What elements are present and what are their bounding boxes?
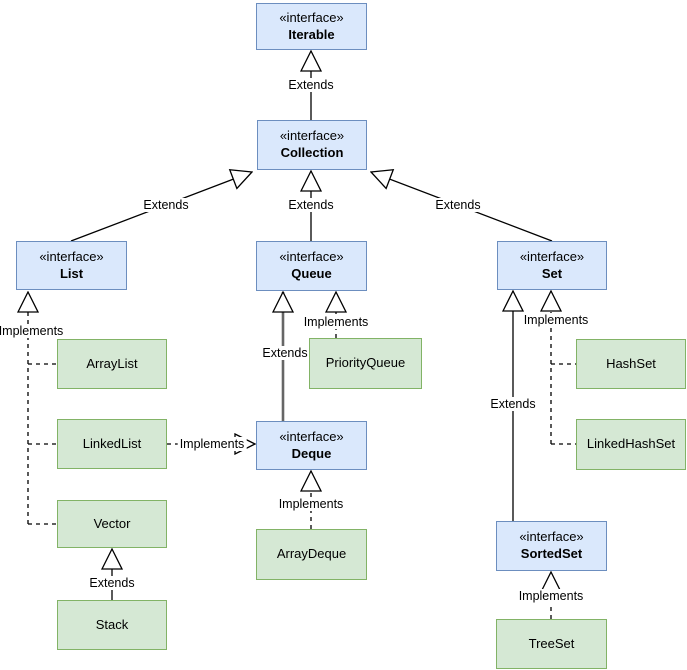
node-list: «interface»List [16,241,127,290]
node-name: ArrayList [86,355,138,371]
edge-label-treeset-implements-sortedset: Implements [516,589,586,603]
stereotype-label: «interface» [279,249,344,265]
node-treeset: TreeSet [496,619,607,669]
edge-label-collection-extends-iterable: Extends [286,78,336,92]
edge-label-set-implementations: Implements [521,313,591,327]
node-name: Deque [291,445,332,461]
edge-label-priorityqueue-implements-queue: Implements [301,315,371,329]
node-arraydeque: ArrayDeque [256,529,367,580]
node-name: TreeSet [528,635,575,651]
node-set: «interface»Set [497,241,607,290]
edge-label-linkedlist-implements-deque: Implements [177,437,247,451]
node-name: SortedSet [520,546,583,561]
node-name: List [59,265,84,281]
node-name: PriorityQueue [325,355,406,371]
stereotype-label: «interface» [279,428,344,444]
edge-label-stack-extends-vector: Extends [87,576,137,590]
node-name: Iterable [288,26,335,42]
node-arraylist: ArrayList [57,339,167,389]
node-name: Vector [93,515,131,531]
node-collection: «interface»Collection [257,120,367,170]
node-name: LinkedList [82,435,142,451]
node-hashset: HashSet [576,339,686,389]
node-name: Stack [95,616,129,632]
node-linkedlist: LinkedList [57,419,167,469]
edge-label-queue-extends-collection: Extends [286,198,336,212]
node-priorityqueue: PriorityQueue [309,338,422,389]
edge-label-list-extends-collection: Extends [141,198,191,212]
edge-label-list-implementations: Implements [0,324,66,338]
node-vector: Vector [57,500,167,548]
stereotype-label: «interface» [519,248,585,264]
node-deque: «interface»Deque [256,421,367,470]
node-name: HashSet [606,355,656,371]
node-iterable: «interface»Iterable [256,3,367,50]
edge-label-deque-extends-queue: Extends [260,346,310,360]
node-name: Queue [291,266,332,281]
edge-label-sortedset-extends-set: Extends [488,397,538,411]
node-linkedhashset: LinkedHashSet [576,419,686,470]
stereotype-label: «interface» [279,9,344,25]
node-stack: Stack [57,600,167,650]
stereotype-label: «interface» [519,529,584,545]
node-sortedset: «interface»SortedSet [496,521,607,571]
node-name: Set [541,265,563,281]
node-name: ArrayDeque [276,546,347,562]
stereotype-label: «interface» [279,128,345,144]
stereotype-label: «interface» [39,248,104,264]
node-name: Collection [280,145,344,160]
node-name: LinkedHashSet [586,436,676,452]
edge-label-set-extends-collection: Extends [433,198,483,212]
edge-label-arraydeque-implements-deque: Implements [276,497,346,511]
node-queue: «interface»Queue [256,241,367,291]
